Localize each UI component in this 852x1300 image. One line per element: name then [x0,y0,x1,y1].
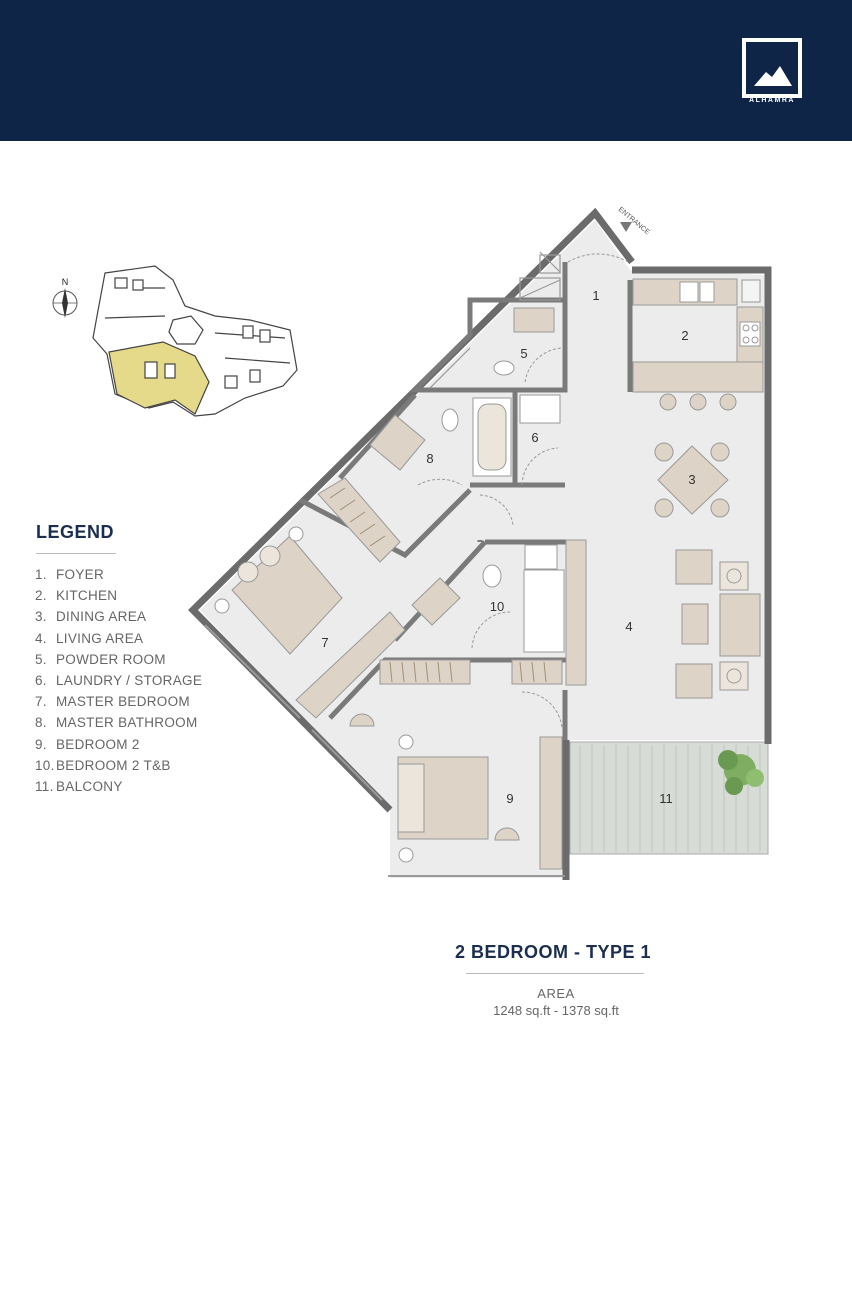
legend-item: 5.POWDER ROOM [35,651,166,667]
legend-list: 1.FOYER 2.KITCHEN 3.DINING AREA 4.LIVING… [35,567,202,800]
building-outline [92,265,298,417]
room-label-1: 1 [592,288,599,303]
area-value: 1248 sq.ft - 1378 sq.ft [493,1003,619,1018]
brand-name: ALHAMRA [749,97,795,104]
unit-type-title: 2 BEDROOM - TYPE 1 [454,942,652,962]
bedroom2-bed [349,713,520,863]
balcony [569,741,769,855]
room-label-2: 2 [681,328,688,343]
alhamra-logo[interactable]: ALHAMRA [742,38,802,108]
entrance-marker: ENTRANCE [617,206,651,236]
legend-item: 6.LAUNDRY / STORAGE [35,672,203,688]
room-labels: 1 2 3 4 5 6 7 8 9 10 11 [321,288,695,806]
dining-table [654,442,730,518]
room-label-9: 9 [506,791,513,806]
unit-title-divider [466,973,644,974]
entrance-label: ENTRANCE [617,206,651,236]
legend-item: 3.DINING AREA [35,609,147,625]
room-label-7: 7 [321,635,328,650]
partition-lines [429,251,561,389]
room-label-10: 10 [490,599,504,614]
north-compass-icon: N [52,277,78,318]
kitchen-counters [632,278,764,393]
legend-item: 9.BEDROOM 2 [35,736,140,752]
room-label-8: 8 [426,451,433,466]
legend-item: 7.MASTER BEDROOM [35,694,190,710]
north-label: N [62,277,69,287]
wardrobes [295,477,563,870]
room-label-11: 11 [659,791,673,806]
floor-area [200,220,765,878]
legend-item: 4.LIVING AREA [35,630,144,646]
room-label-4: 4 [625,619,632,634]
bathroom-fixtures [369,307,565,653]
area-label: AREA [537,986,575,1001]
plant-icon [718,750,764,795]
legend-item: 8.MASTER BATHROOM [35,715,198,731]
room-label-6: 6 [531,430,538,445]
floor-plan: ENTRANCE 1 2 3 4 5 6 7 8 9 10 11 [188,206,772,880]
bar-stools [659,393,737,411]
room-label-3: 3 [688,472,695,487]
living-furniture [565,539,761,699]
master-bed [214,526,343,655]
wardrobe-hatching [329,487,547,683]
logo-mountain-icon [742,38,802,98]
legend-item: 10.BEDROOM 2 T&B [35,757,171,773]
door-swings [417,253,629,729]
windows [204,624,565,877]
header-banner: ALHAMRA [0,0,852,141]
legend-item: 11.BALCONY [35,778,123,794]
key-plan: N [52,265,298,417]
legend-item: 2.KITCHEN [35,588,118,604]
legend-divider [36,553,116,554]
legend-title: LEGEND [36,522,115,542]
legend-item: 1.FOYER [35,567,105,582]
room-label-5: 5 [520,346,527,361]
